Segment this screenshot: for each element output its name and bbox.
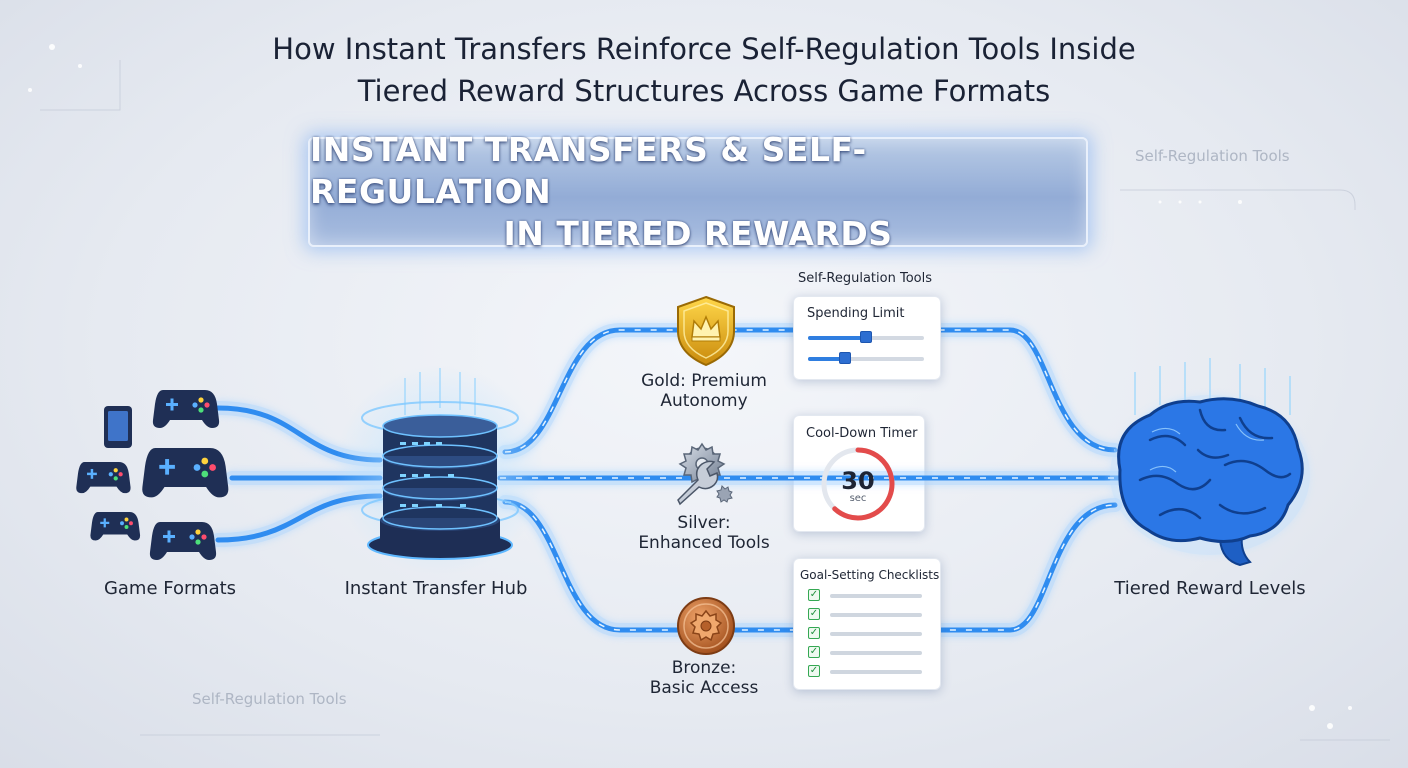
banner-line1: INSTANT TRANSFERS & SELF-REGULATION xyxy=(310,130,867,211)
tier-silver-line2: Enhanced Tools xyxy=(638,533,770,553)
background-dots xyxy=(28,44,1352,729)
cooldown-timer-unit: sec xyxy=(849,493,867,504)
cooldown-timer-value: 30 xyxy=(841,467,875,495)
tools-section-label: Self-Regulation Tools xyxy=(798,271,932,286)
cooldown-timer-title: Cool-Down Timer xyxy=(806,426,918,441)
spending-limit-title: Spending Limit xyxy=(807,306,905,321)
game-format-devices xyxy=(76,390,229,560)
gold-shield-crown-icon xyxy=(677,295,735,367)
slider-handle[interactable] xyxy=(860,331,872,343)
hub-label: Instant Transfer Hub xyxy=(344,578,528,599)
wrench-gear-icon xyxy=(677,442,733,506)
tier-gold-line2: Autonomy xyxy=(660,391,748,411)
checkbox-icon[interactable]: ✓ xyxy=(808,589,820,601)
checklist-item: ✓ xyxy=(808,627,924,641)
checklist-item: ✓ xyxy=(808,665,924,679)
background-label-bottom-left: Self-Regulation Tools xyxy=(192,690,347,708)
tablet-icon xyxy=(104,406,132,448)
flow-paths-highlight xyxy=(500,329,1120,631)
checklist-item-placeholder-line xyxy=(830,632,922,636)
checklist-item-placeholder-line xyxy=(830,651,922,655)
gamepad-icon xyxy=(90,512,141,541)
page-title-line1: How Instant Transfers Reinforce Self-Reg… xyxy=(272,32,1136,66)
bronze-gear-medal-icon xyxy=(677,597,735,655)
tier-gold-label: Gold: Premium Autonomy xyxy=(614,371,794,411)
background-circuit-lines xyxy=(40,60,1390,741)
page-title: How Instant Transfers Reinforce Self-Reg… xyxy=(104,28,1304,112)
goal-checklist-title: Goal-Setting Checklists xyxy=(800,568,940,582)
checklist-item: ✓ xyxy=(808,608,924,622)
checklist-item-placeholder-line xyxy=(830,670,922,674)
checkbox-icon[interactable]: ✓ xyxy=(808,627,820,639)
tier-gold-line1: Gold: Premium xyxy=(641,371,767,391)
tier-bronze-line1: Bronze: xyxy=(671,658,737,678)
checklist-item: ✓ xyxy=(808,646,924,660)
checkbox-icon[interactable]: ✓ xyxy=(808,608,820,620)
checkbox-icon[interactable]: ✓ xyxy=(808,665,820,677)
headline-banner: INSTANT TRANSFERS & SELF-REGULATION IN T… xyxy=(308,130,1088,253)
page-title-line2: Tiered Reward Structures Across Game For… xyxy=(357,74,1051,108)
brain-icon xyxy=(1110,358,1310,567)
gamepad-icon xyxy=(142,448,229,498)
checklist-item-placeholder-line xyxy=(830,613,922,617)
spending-slider-2[interactable] xyxy=(808,352,924,364)
tier-silver-line1: Silver: xyxy=(677,513,731,533)
background-label-top-right: Self-Regulation Tools xyxy=(1135,147,1290,165)
reward-levels-label: Tiered Reward Levels xyxy=(1114,578,1306,599)
gamepad-icon xyxy=(149,522,217,560)
spending-slider-1[interactable] xyxy=(808,331,924,343)
game-formats-label: Game Formats xyxy=(103,578,237,599)
gamepad-icon xyxy=(152,390,220,428)
gamepad-icon xyxy=(76,462,131,494)
tier-bronze-label: Bronze: Basic Access xyxy=(614,658,794,698)
tier-bronze-line2: Basic Access xyxy=(649,678,759,698)
checkbox-icon[interactable]: ✓ xyxy=(808,646,820,658)
tier-silver-label: Silver: Enhanced Tools xyxy=(614,513,794,553)
spending-limit-card: Spending Limit xyxy=(793,296,941,380)
goal-checklist-card: Goal-Setting Checklists ✓ ✓ ✓ ✓ ✓ xyxy=(793,558,941,690)
cooldown-timer-ring xyxy=(821,447,895,521)
checklist-item-placeholder-line xyxy=(830,594,922,598)
slider-handle[interactable] xyxy=(839,352,852,364)
server-stack-icon xyxy=(335,365,545,575)
banner-line2: IN TIERED REWARDS xyxy=(503,214,893,253)
checklist-item: ✓ xyxy=(808,589,924,603)
